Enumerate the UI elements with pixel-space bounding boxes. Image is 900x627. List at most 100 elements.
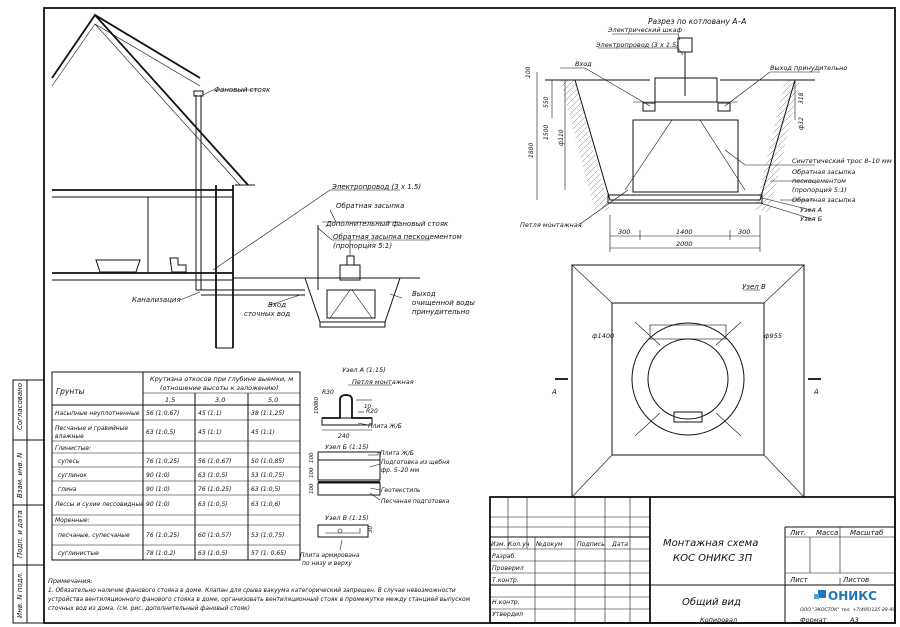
table-depth-2: 5,0 — [268, 396, 278, 404]
dim-phi110: ф110 — [558, 129, 565, 146]
plan-circle-outer — [631, 322, 745, 436]
node-b-gravel2: фр. 5–20 мм — [381, 467, 420, 474]
bathtub-icon — [95, 259, 141, 273]
sheet-frame — [12, 7, 896, 624]
dim-550: 550 — [543, 96, 550, 108]
table-cell: 45 (1:1) — [198, 410, 222, 417]
stamp-approve: Утвердил — [492, 611, 523, 618]
label-fan-riser: Фановый стояк — [214, 86, 271, 94]
side-agreed: Согласовано — [16, 383, 24, 430]
table-cell: 63 (1:0,5) — [198, 550, 228, 557]
stamp-title2: КОС ОНИКС 3П — [673, 553, 753, 564]
table-cell: 38 (1:1,25) — [251, 410, 284, 417]
table-cell: 78 (1:0,2) — [146, 550, 176, 557]
notes-title: Примечания: — [48, 577, 93, 585]
node-b-sand — [317, 482, 381, 496]
label-section-inlet: Вход — [575, 60, 592, 68]
label-rope: Синтетический трос 8–10 мм — [792, 157, 892, 165]
section-labels: Разрез по котловану А–А Электрический шк… — [520, 17, 892, 248]
stamp-check: Проверил — [492, 565, 524, 572]
table-cell: 45 (1:1) — [251, 429, 275, 436]
stamp-tcontrol: Т.контр. — [492, 577, 519, 584]
section-ropes — [624, 119, 746, 191]
table-depth-0: 1,5 — [165, 396, 175, 404]
stamp-logo-text: ОНИКС — [828, 589, 877, 603]
table-row-name: Глинистые: — [55, 445, 91, 452]
toilet-icon — [169, 257, 187, 273]
stamp-col-date: Дата — [611, 541, 628, 548]
node-b-100b: 100 — [309, 467, 315, 478]
side-inv-repl: Взам. инв. N — [16, 452, 24, 498]
stamp-sheet: Лист — [789, 576, 809, 584]
table-row-name: Моренные: — [55, 517, 90, 524]
table-head-slope2: (отношение высоты к заложению) — [160, 384, 278, 392]
stamp-develop: Разраб. — [492, 552, 516, 560]
plan-inner — [611, 302, 765, 456]
node-b-geo: Геотекстиль — [381, 487, 421, 494]
table-row-name: песчаные, супесчаные — [58, 532, 130, 539]
table-cell: 90 (1:0) — [146, 486, 170, 493]
plan-drawing — [555, 264, 821, 498]
stamp-col-sign: Подпись — [577, 541, 605, 548]
table-cell: 90 (1:0) — [146, 501, 170, 508]
table-depth-1: 3,0 — [215, 396, 225, 404]
label-house-inlet: Вход — [268, 301, 286, 309]
node-v-plate2: по низу и верху — [302, 560, 352, 567]
label-sewer: Канализация — [132, 296, 181, 304]
node-labels: Узел А (1:15) Петля монтажная R30 R20 Пл… — [300, 366, 450, 567]
house-drawing — [51, 13, 430, 349]
node-b-title: Узел Б (1:15) — [325, 443, 369, 451]
node-v-title: Узел В (1:15) — [325, 514, 369, 522]
label-loop: Петля монтажная — [520, 221, 582, 229]
node-b-plate-label: Плита Ж/Б — [380, 450, 414, 457]
node-a-10: 10 — [364, 404, 371, 410]
label-backfill-sc-2: пескоцементом — [792, 177, 846, 185]
section-cabinet — [677, 37, 693, 53]
section-sand-bed — [607, 194, 763, 204]
notes-line2: устройства вентиляционного фанового стоя… — [47, 597, 471, 603]
label-section-backfill: Обратная засыпка — [792, 196, 856, 204]
section-station-neck — [654, 77, 718, 103]
label-section-outlet: Выход принудительно — [770, 64, 847, 72]
plan-outer — [571, 264, 805, 498]
plan-labels: Узел В ф1400 ф955 А А — [551, 283, 819, 396]
label-house-cable: Электропровод (3 х 1.5) — [331, 183, 421, 191]
table-cell: 63 (1:0,5) — [198, 472, 228, 479]
house-pit — [304, 277, 401, 323]
node-a-240: 240 — [338, 433, 350, 440]
soil-table-text: Грунты Крутизна откосов при глубине выем… — [54, 375, 293, 557]
table-row-name: Лессы и сухие лессовидные — [54, 501, 144, 508]
table-row-name: глина — [58, 486, 77, 493]
table-cell: 56 (1:0,67) — [146, 410, 179, 417]
node-b-gravel-label: Подготовка из щебня — [381, 459, 450, 466]
dim-1800: 1800 — [528, 143, 535, 158]
section-drawing — [536, 33, 820, 252]
section-title: Разрез по котловану А–А — [648, 17, 746, 26]
table-cell: 60 (1:0,57) — [198, 532, 231, 539]
node-a-loop — [322, 394, 372, 419]
dim-300a: 300 — [618, 228, 630, 236]
node-b-sand-label: Песчаная подготовка — [381, 498, 450, 505]
table-row-name: Песчаные и гравийные — [55, 425, 128, 432]
label-house-inlet2: сточных вод — [244, 310, 290, 318]
node-a-r20: R20 — [366, 408, 378, 415]
table-cell: 90 (1:0) — [146, 472, 170, 479]
label-house-backfill: Обратная засыпка — [336, 202, 404, 210]
dim-phi32: ф32 — [798, 117, 805, 130]
label-cabinet: Электрический шкаф — [607, 26, 682, 34]
notes-line1: 1. Обязательно наличие фанового стояка в… — [48, 588, 456, 594]
stamp-col-izm: Изм. — [491, 541, 506, 548]
label-plan-d955: ф955 — [764, 332, 782, 340]
table-cell: 63 (1:0,6) — [251, 501, 281, 508]
stamp-company: ООО "ЭКОСТОК" тел. +7(495)125-29-99 — [800, 607, 895, 613]
table-row-name: суглинок — [58, 472, 87, 479]
label-section-cable: Электропровод (3 х 1.5) — [595, 41, 679, 49]
label-extra-riser: Дополнительный фановый стояк — [325, 220, 449, 228]
table-row-name: супесь — [58, 458, 80, 465]
node-v-30: 30 — [368, 526, 374, 533]
label-node-b: Узел Б — [800, 215, 823, 223]
stamp-col-kol: Кол.уч — [508, 541, 530, 548]
node-a-plate: Плита Ж/Б — [368, 423, 402, 430]
node-v-plate-label: Плита армирована — [300, 552, 360, 559]
